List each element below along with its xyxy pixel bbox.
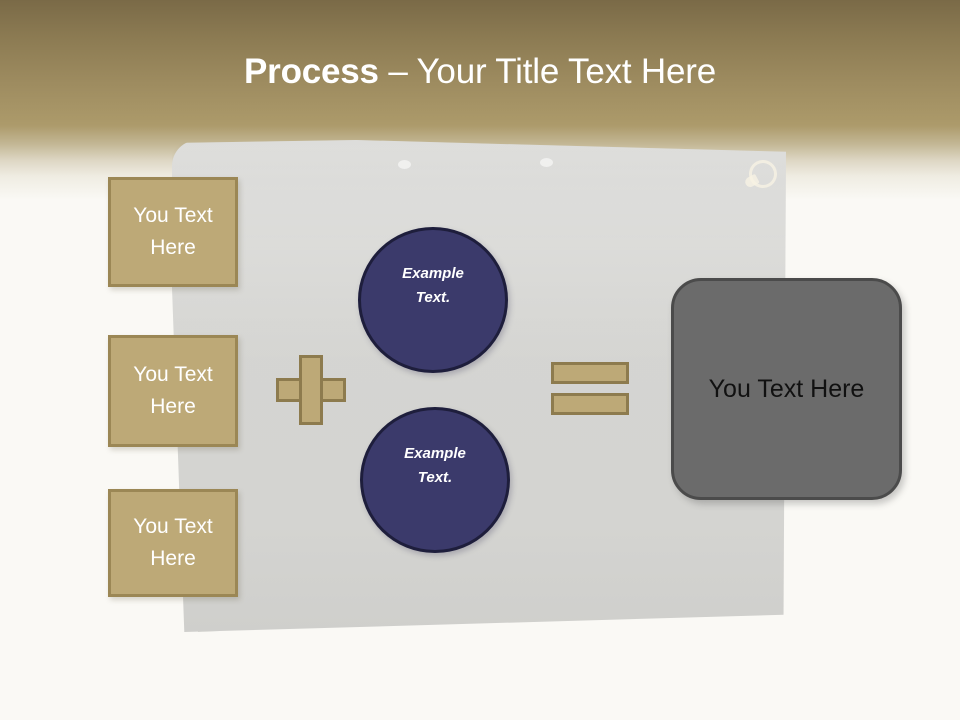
input-box-3-label: You Text Here xyxy=(133,515,213,570)
result-box-label: You Text Here xyxy=(708,374,865,403)
whiteboard-foot xyxy=(728,623,754,630)
whiteboard-foot xyxy=(198,631,224,632)
plus-icon xyxy=(276,355,346,425)
process-circle-1[interactable]: Example Text. xyxy=(358,227,508,373)
whiteboard-hook-icon xyxy=(744,155,782,193)
whiteboard-highlight-dot xyxy=(540,158,553,167)
input-box-3[interactable]: You Text Here xyxy=(108,489,238,597)
equals-icon xyxy=(551,362,629,415)
process-circle-2-label: Example Text. xyxy=(404,442,466,490)
input-box-1-label: You Text Here xyxy=(133,204,213,259)
input-box-1[interactable]: You Text Here xyxy=(108,177,238,287)
page-title-rest: – Your Title Text Here xyxy=(378,52,716,91)
process-circle-2[interactable]: Example Text. xyxy=(360,407,510,553)
process-circle-2-line1: Example xyxy=(404,445,466,462)
whiteboard-highlight-dot xyxy=(398,160,411,169)
process-circle-2-line2: Text. xyxy=(417,469,453,486)
input-box-2[interactable]: You Text Here xyxy=(108,335,238,447)
page-title-strong: Process xyxy=(244,52,379,91)
process-circle-1-line1: Example xyxy=(402,265,464,282)
process-circle-1-line2: Text. xyxy=(415,289,451,306)
result-box[interactable]: You Text Here xyxy=(671,278,902,500)
input-box-2-label: You Text Here xyxy=(133,363,213,418)
process-circle-1-label: Example Text. xyxy=(402,262,464,310)
plus-icon-center xyxy=(302,381,320,399)
page-title: Process – Your Title Text Here xyxy=(0,50,960,94)
equals-icon-top-bar xyxy=(551,362,629,384)
equals-icon-bottom-bar xyxy=(551,393,629,415)
